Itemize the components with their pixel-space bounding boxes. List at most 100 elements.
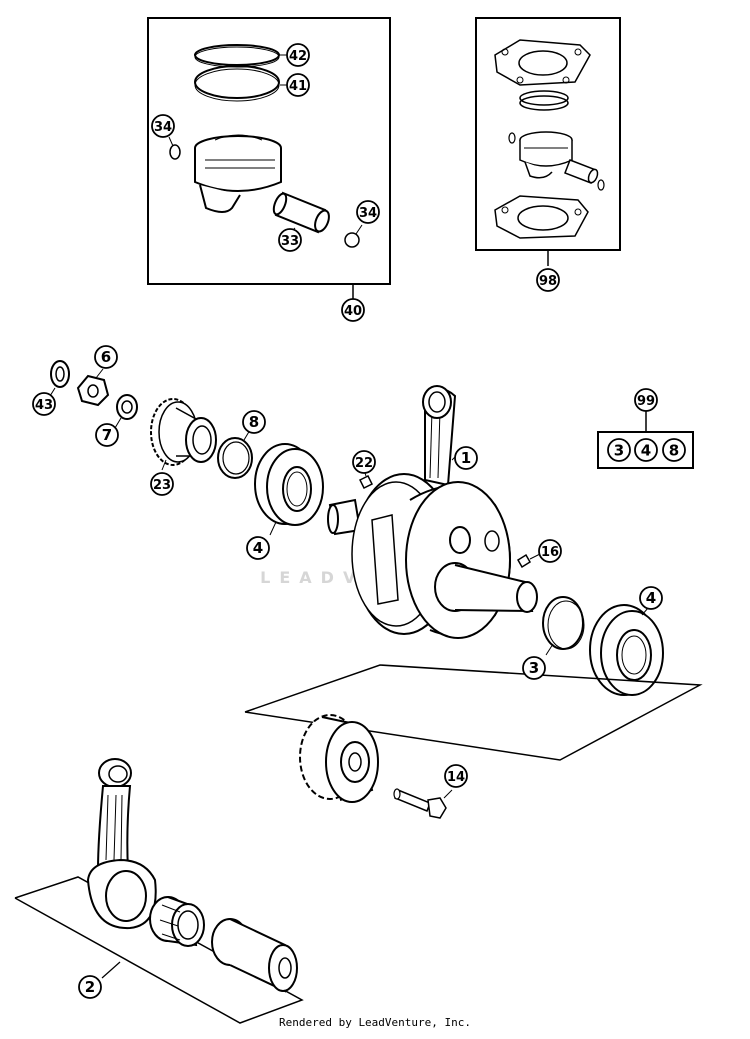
callout-label: 4 (253, 539, 263, 557)
callout-label: 42 (289, 49, 307, 64)
callout-c1: 1 (454, 446, 478, 470)
nut-6 (76, 368, 110, 407)
piston-kit-box (147, 17, 391, 300)
callout-c98: 98 (536, 268, 560, 292)
kit-circlip-right (597, 179, 605, 191)
top-end-kit-box (475, 17, 621, 266)
callout-circle (78, 975, 102, 999)
kit-piston (519, 131, 573, 179)
head-gasket-top (494, 39, 591, 86)
needle-bearing (149, 896, 205, 947)
kit-99-item-1: 4 (641, 442, 651, 460)
rotor-group-outline (244, 664, 703, 761)
callout-c41: 41 (286, 73, 310, 97)
callout-label: 22 (355, 456, 373, 471)
primary-gear-23 (150, 398, 217, 471)
washer-7 (114, 394, 138, 429)
callout-c7: 7 (95, 423, 119, 447)
callout-c33: 33 (278, 228, 302, 252)
callout-label: 43 (35, 398, 53, 413)
crank-pin (211, 918, 298, 993)
callout-c42: 42 (286, 43, 310, 67)
callout-label: 4 (646, 589, 656, 607)
callout-circle (341, 298, 365, 322)
shim-3 (542, 596, 585, 656)
piston-pin-circlip-right (344, 224, 363, 248)
base-gasket (494, 195, 589, 239)
callout-circle (278, 228, 302, 252)
callout-circle (150, 472, 174, 496)
callout-c2: 2 (78, 975, 102, 999)
callout-circle (95, 423, 119, 447)
piston-ring-lower (194, 65, 280, 102)
callout-c3: 3 (522, 656, 546, 680)
callout-c99: 99 (634, 388, 658, 412)
kit-piston-rings (519, 90, 569, 111)
footer-credit: Rendered by LeadVenture, Inc. (278, 1016, 472, 1029)
thrust-washer-43 (49, 360, 70, 397)
callout-circle (538, 539, 562, 563)
kit-piston-pin (564, 159, 599, 184)
o-ring-8 (217, 429, 253, 479)
connecting-rod (86, 758, 157, 930)
callout-circle (242, 410, 266, 434)
callout-circle (639, 586, 663, 610)
callout-c40: 40 (341, 298, 365, 322)
conrod-kit-outline (14, 876, 304, 1024)
callout-label: 8 (249, 413, 259, 431)
callout-label: 16 (541, 545, 559, 560)
rotor (299, 714, 379, 803)
callout-c14: 14 (444, 764, 468, 788)
piston (194, 134, 282, 213)
callout-circle (454, 446, 478, 470)
callout-label: 41 (289, 79, 307, 94)
callout-circle (352, 450, 376, 474)
callout-circle (536, 268, 560, 292)
callout-c23: 23 (150, 472, 174, 496)
rotor-bolt-14 (393, 788, 453, 819)
callout-circle (286, 73, 310, 97)
callout-label: 14 (447, 770, 465, 785)
callout-circle (94, 345, 118, 369)
callout-circle (634, 388, 658, 412)
callout-label: 7 (102, 426, 112, 444)
kit-99-item-2: 8 (669, 442, 679, 460)
kit-99-item-0: 3 (614, 442, 624, 460)
main-bearing-right (589, 604, 664, 696)
callout-circle (151, 114, 175, 138)
callout-label: 33 (281, 234, 299, 249)
piston-ring-upper (194, 44, 280, 68)
callout-c43: 43 (32, 392, 56, 416)
callout-c4a: 4 (246, 536, 270, 560)
piston-pin-circlip-left (168, 136, 181, 160)
callout-label: 3 (529, 659, 539, 677)
callout-label: 99 (637, 394, 655, 409)
callout-label: 2 (85, 978, 95, 996)
callout-c4b: 4 (639, 586, 663, 610)
callout-label: 23 (153, 478, 171, 493)
callout-circle (32, 392, 56, 416)
callout-label: 34 (154, 120, 172, 135)
callout-circle (522, 656, 546, 680)
woodruff-key-16 (516, 553, 541, 569)
callout-circle (246, 536, 270, 560)
main-bearing-left (254, 443, 324, 536)
callout-label: 34 (359, 206, 377, 221)
callout-label: 98 (539, 274, 557, 289)
callout-c8: 8 (242, 410, 266, 434)
piston-pin (272, 191, 330, 234)
callout-c16: 16 (538, 539, 562, 563)
callout-circle (356, 200, 380, 224)
crankshaft-assembly (327, 385, 538, 639)
kit-circlip-left (508, 132, 516, 144)
callout-circle (444, 764, 468, 788)
callout-circle (286, 43, 310, 67)
callout-c34a: 34 (151, 114, 175, 138)
callout-label: 1 (461, 449, 471, 467)
kit-99-box: 3 4 8 (597, 410, 694, 469)
callout-c22: 22 (352, 450, 376, 474)
callout-c34b: 34 (356, 200, 380, 224)
callout-label: 6 (101, 348, 111, 366)
